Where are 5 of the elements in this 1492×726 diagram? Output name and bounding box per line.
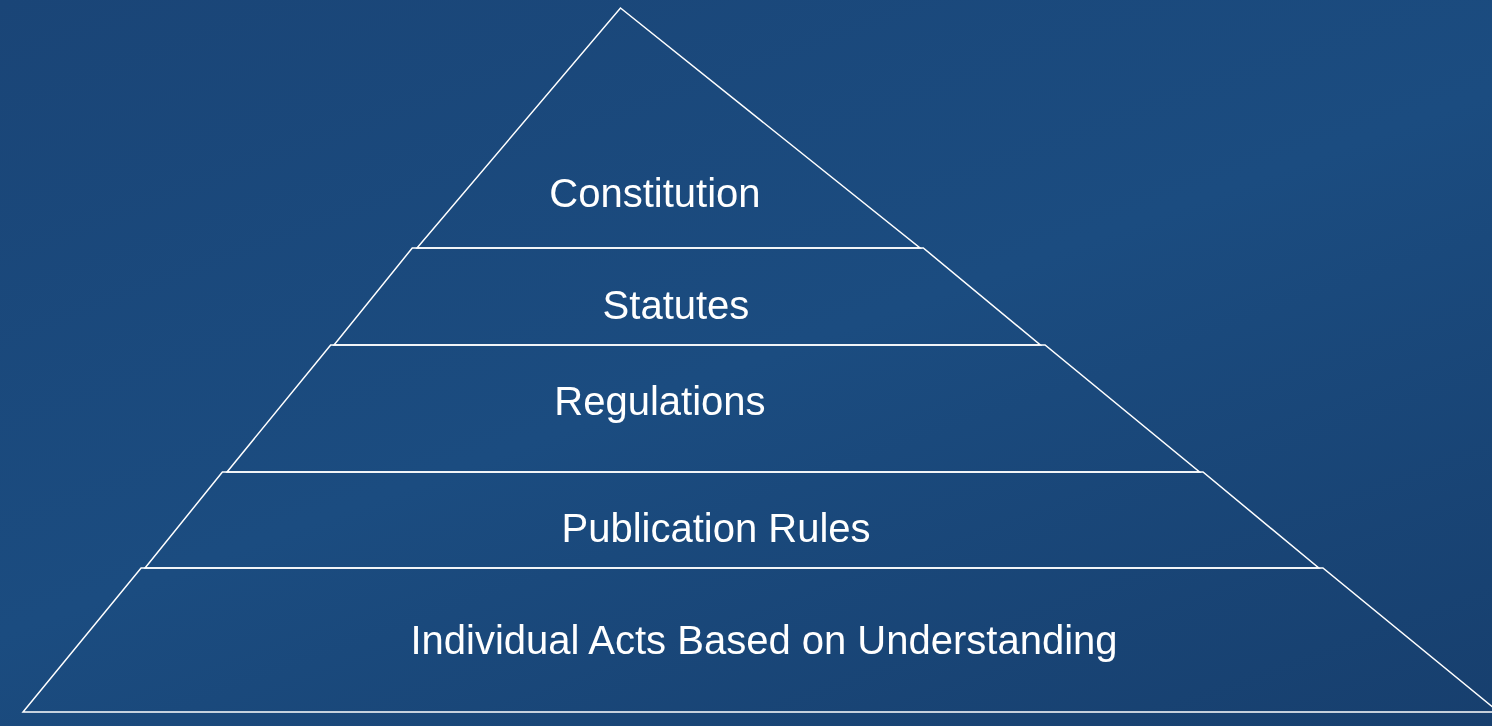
level-label: Regulations xyxy=(554,379,766,423)
level-label: Individual Acts Based on Understanding xyxy=(410,618,1118,662)
level-label: Statutes xyxy=(602,283,750,327)
level-label: Publication Rules xyxy=(561,506,871,550)
level-label: Constitution xyxy=(549,171,761,215)
